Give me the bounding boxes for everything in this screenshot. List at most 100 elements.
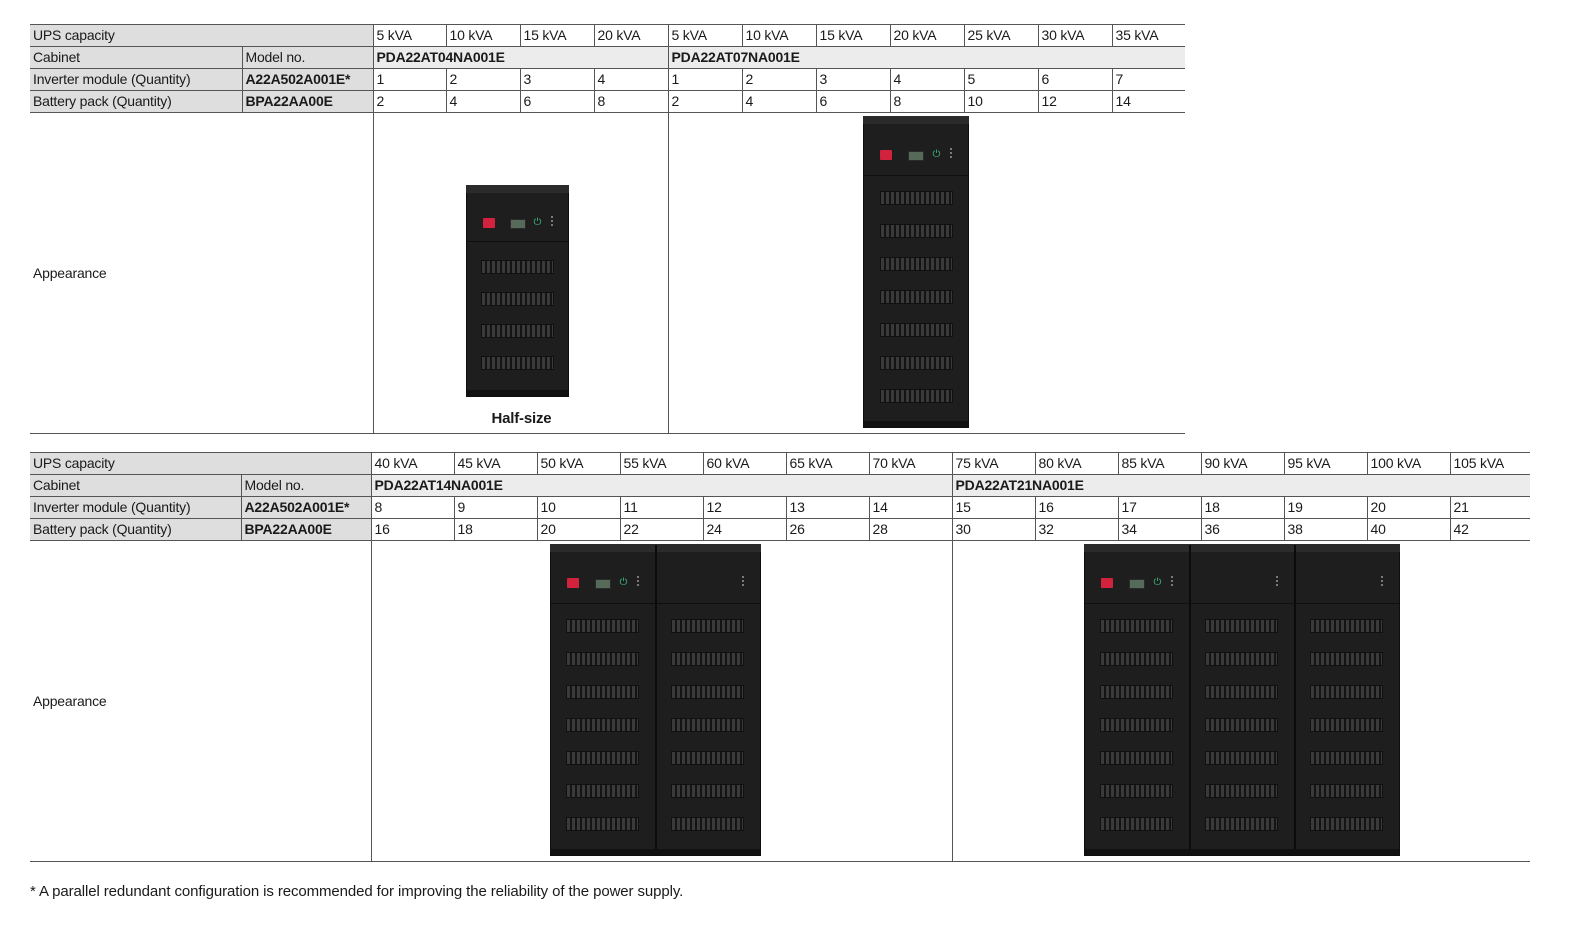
capacity-cell: 40 kVA	[370, 452, 455, 475]
battery-qty: 8	[593, 90, 669, 113]
inverter-qty: 1	[372, 68, 447, 91]
capacity-cell: 50 kVA	[536, 452, 621, 475]
capacity-cell: 5 kVA	[372, 24, 447, 47]
capacity-cell: 75 kVA	[951, 452, 1036, 475]
battery-qty: 2	[667, 90, 743, 113]
battery-qty: 24	[702, 518, 787, 541]
battery-model: BPA22AA00E	[240, 518, 372, 541]
display-icon	[907, 151, 924, 161]
capacity-cell: 100 kVA	[1366, 452, 1451, 475]
appearance-cell-b: ⏻	[951, 540, 1531, 862]
vent-grille	[670, 817, 744, 831]
battery-qty: 28	[868, 518, 953, 541]
cabinet-model-a: PDA22AT14NA001E	[370, 474, 953, 497]
inverter-qty: 8	[370, 496, 455, 519]
power-icon: ⏻	[619, 577, 628, 588]
capacity-cell: 70 kVA	[868, 452, 953, 475]
inverter-qty: 11	[619, 496, 704, 519]
vent-grille	[670, 619, 744, 633]
battery-qty: 30	[951, 518, 1036, 541]
capacity-cell: 45 kVA	[453, 452, 538, 475]
vent-grille	[1309, 817, 1383, 831]
cabinet-row: Cabinet Model no. PDA22AT04NA001E PDA22A…	[30, 46, 1186, 69]
vent-grille	[1204, 718, 1278, 732]
battery-model: BPA22AA00E	[241, 90, 374, 113]
cabinet-label: Cabinet	[30, 474, 241, 497]
vent-grille	[879, 389, 953, 403]
battery-qty: 26	[785, 518, 870, 541]
battery-qty: 36	[1200, 518, 1285, 541]
vent-grille	[879, 290, 953, 304]
vent-grille	[670, 652, 744, 666]
inverter-qty: 15	[951, 496, 1036, 519]
display-icon	[509, 219, 526, 229]
vent-grille	[1204, 817, 1278, 831]
inverter-qty: 4	[889, 68, 965, 91]
vent-grille	[565, 652, 639, 666]
battery-label: Battery pack (Quantity)	[30, 90, 242, 113]
appearance-row: Appearance ⏻	[30, 540, 1531, 862]
vent-grille	[1309, 751, 1383, 765]
vent-grille	[1204, 784, 1278, 798]
capacity-cell: 15 kVA	[815, 24, 891, 47]
capacity-cell: 65 kVA	[785, 452, 870, 475]
vent-grille	[1099, 652, 1173, 666]
cabinet-model-b: PDA22AT21NA001E	[951, 474, 1531, 497]
capacity-cell: 85 kVA	[1117, 452, 1202, 475]
vent-grille	[879, 224, 953, 238]
battery-qty: 20	[536, 518, 621, 541]
footnote: * A parallel redundant configuration is …	[30, 883, 684, 900]
led-dots-icon	[636, 576, 639, 588]
battery-qty: 16	[370, 518, 455, 541]
spec-table-2: UPS capacity 40 kVA 45 kVA 50 kVA 55 kVA…	[30, 452, 1531, 862]
indicator-red-icon	[566, 578, 579, 588]
vent-grille	[1099, 718, 1173, 732]
vent-grille	[565, 784, 639, 798]
model-no-label: Model no.	[241, 46, 374, 69]
indicator-red-icon	[1100, 578, 1113, 588]
vent-grille	[1099, 619, 1173, 633]
capacity-cell: 90 kVA	[1200, 452, 1285, 475]
vent-grille	[670, 751, 744, 765]
battery-qty: 40	[1366, 518, 1451, 541]
vent-grille	[1099, 784, 1173, 798]
power-icon: ⏻	[533, 217, 542, 228]
indicator-red-icon	[482, 218, 495, 228]
vent-grille	[670, 685, 744, 699]
battery-row: Battery pack (Quantity) BPA22AA00E 16 18…	[30, 518, 1531, 541]
led-dots-icon	[949, 148, 952, 160]
inverter-qty: 6	[1037, 68, 1113, 91]
inverter-qty: 19	[1283, 496, 1368, 519]
cabinet-model-b: PDA22AT07NA001E	[667, 46, 1186, 69]
capacity-cell: 10 kVA	[741, 24, 817, 47]
battery-qty: 4	[445, 90, 521, 113]
inverter-label: Inverter module (Quantity)	[30, 68, 242, 91]
inverter-qty: 10	[536, 496, 621, 519]
vent-grille	[1099, 751, 1173, 765]
led-dots-icon	[1380, 576, 1383, 588]
vent-grille	[480, 292, 554, 306]
ups-capacity-label: UPS capacity	[30, 452, 372, 475]
vent-grille	[1204, 619, 1278, 633]
capacity-cell: 5 kVA	[667, 24, 743, 47]
inverter-qty: 2	[445, 68, 521, 91]
inverter-row: Inverter module (Quantity) A22A502A001E*…	[30, 68, 1186, 91]
battery-qty: 6	[815, 90, 891, 113]
indicator-red-icon	[879, 150, 892, 160]
vent-grille	[565, 619, 639, 633]
inverter-qty: 5	[963, 68, 1039, 91]
battery-qty: 22	[619, 518, 704, 541]
vent-grille	[670, 784, 744, 798]
power-icon: ⏻	[1153, 577, 1162, 588]
battery-qty: 12	[1037, 90, 1113, 113]
battery-qty: 38	[1283, 518, 1368, 541]
vent-grille	[565, 817, 639, 831]
inverter-qty: 3	[519, 68, 595, 91]
capacity-cell: 30 kVA	[1037, 24, 1113, 47]
half-size-cabinet-image: ⏻	[465, 185, 569, 397]
inverter-qty: 16	[1034, 496, 1119, 519]
battery-qty: 18	[453, 518, 538, 541]
capacity-cell: 20 kVA	[593, 24, 669, 47]
vent-grille	[1309, 685, 1383, 699]
capacity-cell: 55 kVA	[619, 452, 704, 475]
